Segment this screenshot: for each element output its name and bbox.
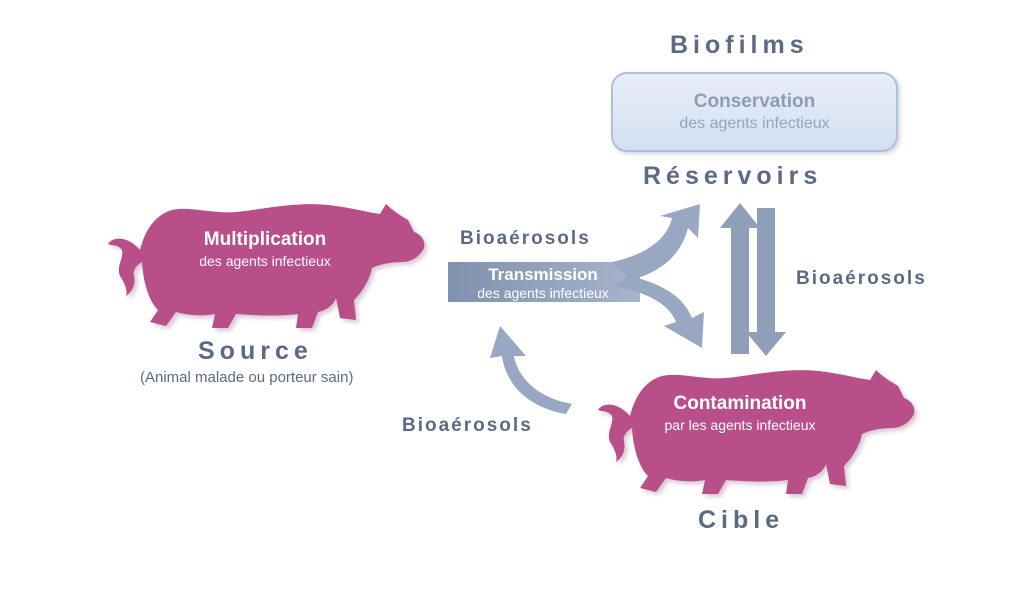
conservation-title: Conservation <box>693 91 816 112</box>
return-arrow <box>490 326 572 414</box>
reservoir-up-arrow <box>720 203 760 354</box>
contamination-subtitle: par les agents infectieux <box>664 417 816 433</box>
transmission-title: Transmission <box>488 265 598 284</box>
multiplication-title: Multiplication <box>203 229 327 250</box>
bioaerosols-label-right: Bioaérosols <box>796 268 927 289</box>
contamination-title: Contamination <box>673 393 807 414</box>
transmission-arrow <box>448 204 704 348</box>
source-sublabel: (Animal malade ou porteur sain) <box>140 369 354 386</box>
target-pig-text: Contamination par les agents infectieux <box>640 393 840 433</box>
source-label: Source <box>198 337 313 365</box>
conservation-box: Conservation des agents infectieux <box>611 72 898 152</box>
reservoir-down-arrow <box>746 208 786 356</box>
source-pig-icon <box>108 204 425 328</box>
reservoirs-label: Réservoirs <box>643 162 823 190</box>
bioaerosols-label-bottom: Bioaérosols <box>402 415 533 436</box>
transmission-text: Transmission des agents infectieux <box>448 265 638 301</box>
source-pig-text: Multiplication des agents infectieux <box>160 229 370 269</box>
biofilms-heading: Biofilms <box>670 31 809 59</box>
transmission-subtitle: des agents infectieux <box>477 285 609 301</box>
conservation-subtitle: des agents infectieux <box>679 115 830 132</box>
multiplication-subtitle: des agents infectieux <box>199 253 331 269</box>
target-label: Cible <box>698 506 785 534</box>
bioaerosols-label-top: Bioaérosols <box>460 228 591 249</box>
target-pig-icon <box>598 370 915 494</box>
